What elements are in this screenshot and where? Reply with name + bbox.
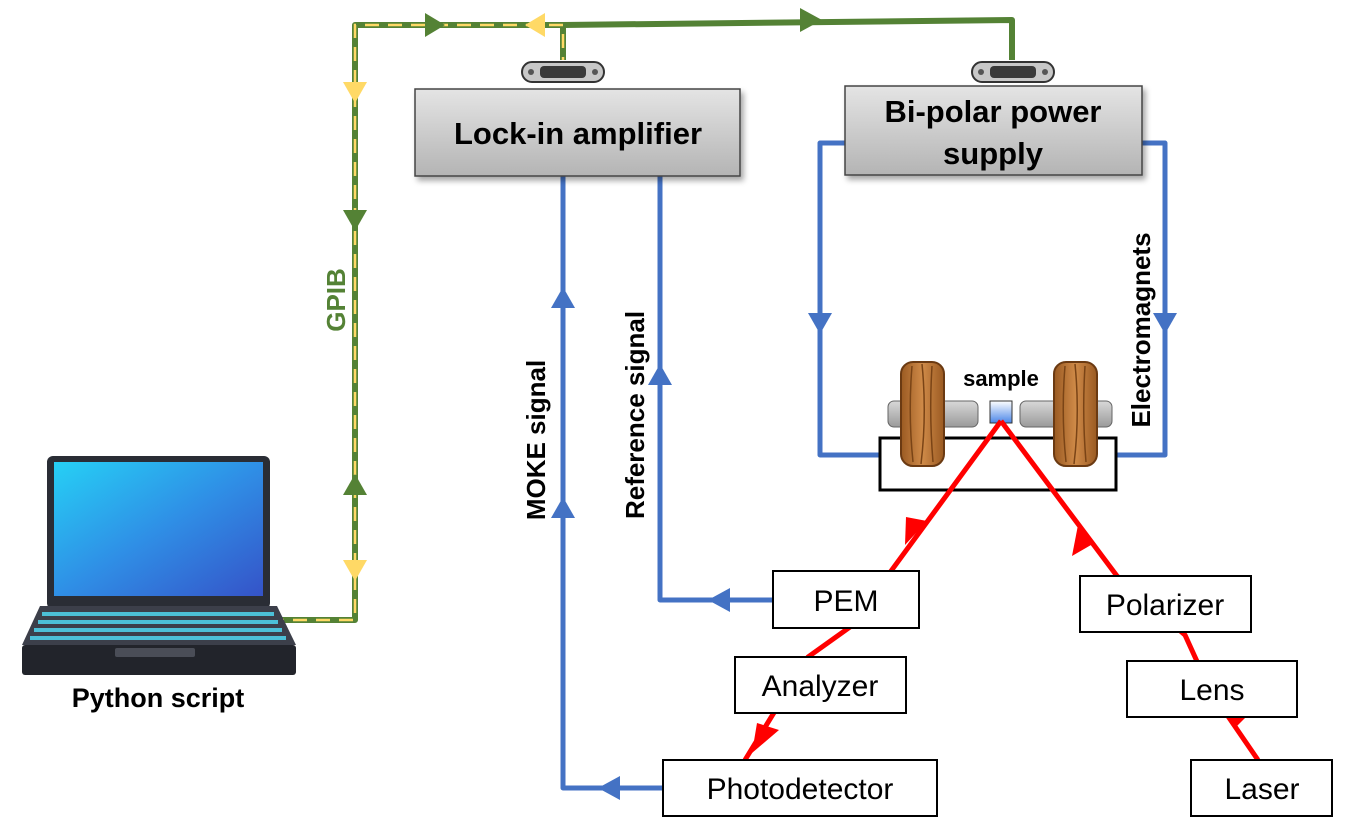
- reference-signal-line: [657, 175, 773, 603]
- lockin-amplifier: Lock-in amplifier: [414, 88, 741, 177]
- polarizer-box: Polarizer: [1079, 575, 1252, 633]
- lens-label: Lens: [1179, 674, 1244, 707]
- electromagnets-label: Electromagnets: [1126, 232, 1156, 427]
- photodetector-label: Photodetector: [707, 773, 894, 806]
- gpib-arrow: [800, 8, 822, 32]
- gpib-arrow: [343, 82, 367, 103]
- analyzer-label: Analyzer: [762, 670, 879, 703]
- gpib-arrow: [343, 560, 367, 581]
- sample-label: sample: [963, 366, 1039, 391]
- gpib-connector-icon: [521, 61, 605, 83]
- electromagnet-coil-icon: [900, 361, 945, 467]
- pem-box: PEM: [772, 570, 920, 629]
- pem-label: PEM: [813, 585, 878, 618]
- analyzer-box: Analyzer: [734, 656, 907, 714]
- laser-box: Laser: [1190, 759, 1333, 817]
- computer-label: Python script: [72, 683, 245, 713]
- electromagnet-left-line: [817, 140, 903, 458]
- signal-arrows: [551, 287, 1177, 800]
- lens-box: Lens: [1126, 660, 1298, 718]
- electromagnet-coil-icon: [1053, 361, 1098, 467]
- electromagnet-right-line: [1097, 140, 1168, 458]
- gpib-arrow: [525, 13, 545, 37]
- sample-icon: [989, 400, 1013, 424]
- moke-signal-line: [560, 175, 663, 791]
- gpib-bus: [270, 8, 1015, 623]
- gpib-arrow: [425, 13, 445, 37]
- gpib-label: GPIB: [321, 268, 351, 332]
- bipolar-power-supply: Bi-polar power supply: [844, 85, 1143, 176]
- polarizer-label: Polarizer: [1106, 589, 1224, 622]
- signal-lines: [560, 140, 1168, 791]
- power-supply-label-line1: Bi-polar power: [884, 94, 1101, 129]
- laptop-icon: [22, 456, 296, 675]
- power-supply-label-line2: supply: [943, 136, 1044, 171]
- moke-signal-label: MOKE signal: [521, 360, 551, 520]
- gpib-arrow: [343, 210, 367, 231]
- electromagnet-assembly: [878, 361, 1118, 492]
- reference-signal-label: Reference signal: [620, 311, 650, 519]
- gpib-connector-icon: [971, 61, 1055, 83]
- lockin-label: Lock-in amplifier: [454, 116, 702, 151]
- laser-label: Laser: [1224, 773, 1299, 806]
- gpib-arrow: [343, 474, 367, 495]
- photodetector-box: Photodetector: [662, 759, 938, 817]
